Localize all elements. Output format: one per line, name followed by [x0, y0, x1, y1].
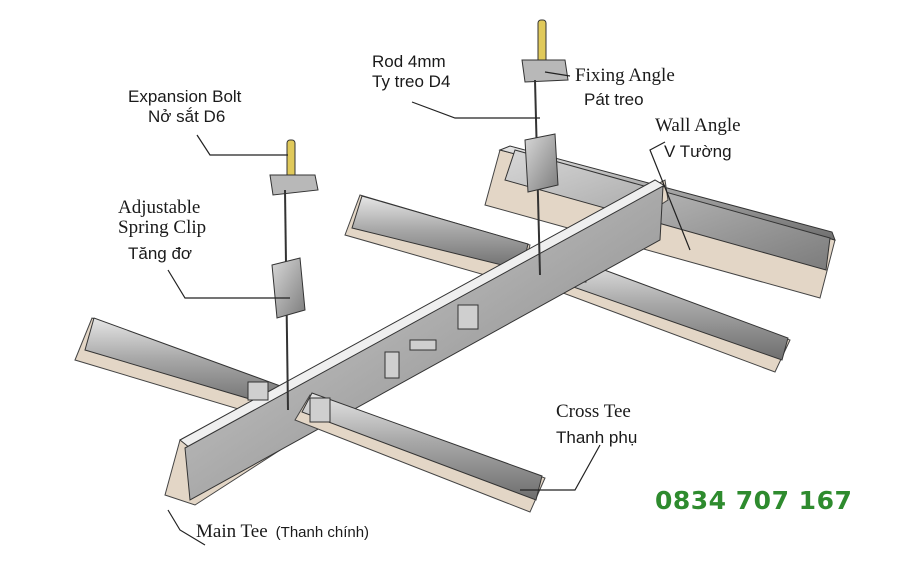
label-fixing-angle: Fixing Angle — [575, 65, 675, 86]
label-spring-clip-vi: Tăng đơ — [128, 244, 193, 263]
left-hanger — [269, 139, 319, 411]
label-cross-tee: Cross Tee — [556, 401, 631, 422]
main-tee — [164, 179, 669, 506]
phone-number: 0834 707 167 — [655, 486, 853, 515]
label-cross-tee-vi: Thanh phụ — [556, 428, 638, 447]
label-fixing-angle-vi: Pát treo — [584, 90, 644, 109]
label-wall-angle: Wall Angle — [655, 115, 741, 136]
back-cross-tee — [344, 194, 531, 286]
label-wall-angle-vi: V Tường — [664, 142, 732, 161]
label-main-tee: Main Tee(Thanh chính) — [196, 521, 370, 542]
leader-lines — [167, 71, 691, 546]
right-hanger — [521, 19, 569, 276]
front-cross-tee — [294, 392, 546, 513]
left-cross-tee — [74, 317, 291, 421]
